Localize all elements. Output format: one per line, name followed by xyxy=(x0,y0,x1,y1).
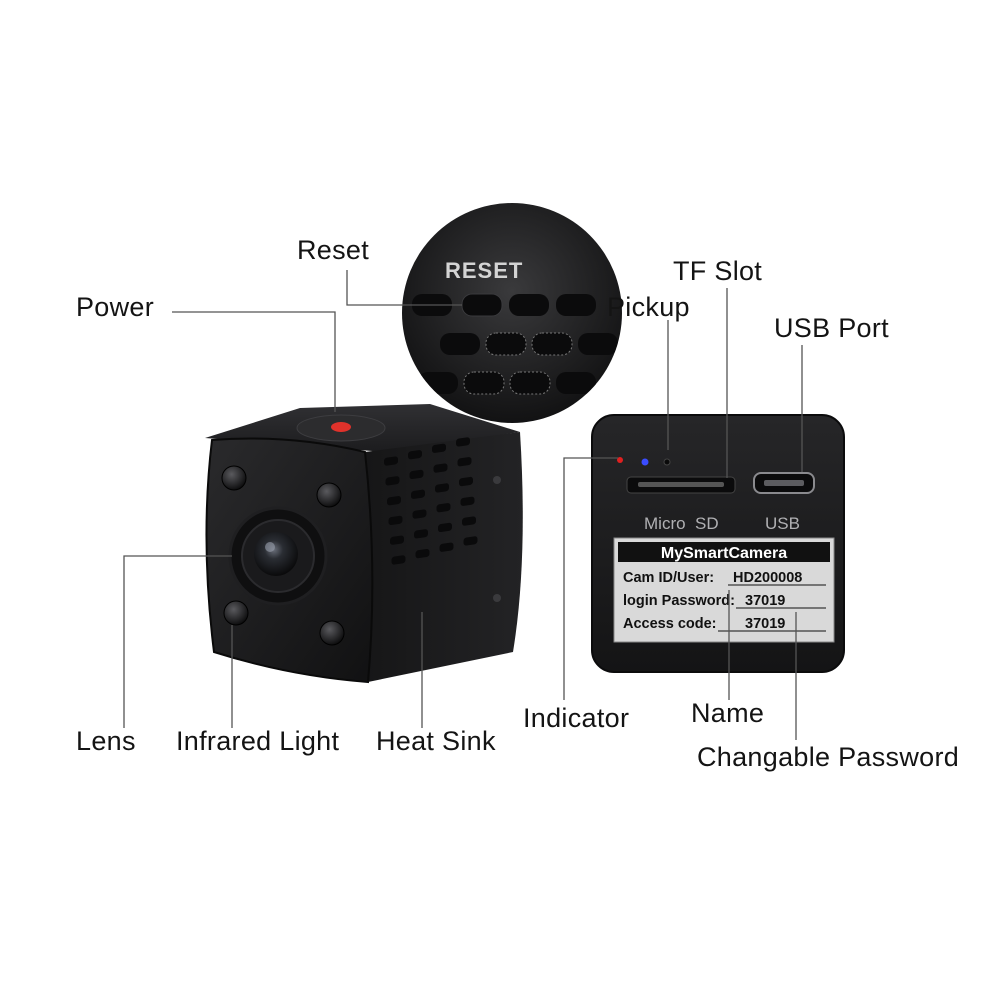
heat-sink-slot xyxy=(438,522,452,533)
camera-front-view xyxy=(205,404,523,684)
callout-infrared-light: Infrared Light xyxy=(176,726,340,756)
callout-changable-password: Changable Password xyxy=(697,742,960,772)
mic-grille xyxy=(463,371,505,395)
heat-sink-slot xyxy=(439,542,454,552)
callout-lens: Lens xyxy=(76,726,136,756)
screw-icon xyxy=(493,476,501,484)
heat-sink-slot xyxy=(456,437,470,447)
callout-name: Name xyxy=(691,698,765,728)
heat-sink-slot xyxy=(408,450,422,460)
reset-engraving: RESET xyxy=(445,258,523,283)
heat-sink-slot xyxy=(457,457,472,467)
heat-sink-slot xyxy=(391,555,406,565)
camera-side-face xyxy=(365,432,523,682)
heat-sink-slot xyxy=(432,443,446,453)
infrared-led-icon xyxy=(316,482,342,508)
heat-sink-slot xyxy=(433,463,448,473)
callout-reset: Reset xyxy=(297,235,370,265)
heat-sink-slot xyxy=(436,503,451,513)
screw-icon xyxy=(493,594,501,602)
leader-indicator xyxy=(563,457,618,700)
sticker-row-key: Cam ID/User: xyxy=(623,570,714,586)
sticker-row-key: login Password: xyxy=(623,593,735,609)
reset-button-slot[interactable] xyxy=(461,293,503,317)
heat-sink-grille xyxy=(384,437,478,565)
leader-power xyxy=(172,311,336,412)
indicator-led-red xyxy=(617,457,623,463)
pickup-mic-hole xyxy=(663,458,671,466)
sticker-title-bar xyxy=(618,542,830,562)
mic-grille xyxy=(509,371,551,395)
vent-slot xyxy=(418,372,458,394)
lens-icon xyxy=(254,532,298,576)
callout-tf-slot: TF Slot xyxy=(673,256,763,286)
heat-sink-slot xyxy=(459,476,473,487)
tf-slot-inner xyxy=(638,482,724,487)
callout-usb-port: USB Port xyxy=(774,313,889,343)
vent-slot xyxy=(440,333,480,355)
callout-power: Power xyxy=(76,292,155,322)
vent-slot xyxy=(578,333,618,355)
sticker-row-value: HD200008 xyxy=(733,570,802,586)
heat-sink-slot xyxy=(460,496,475,506)
sticker-row-value: 37019 xyxy=(745,593,785,609)
vent-slot xyxy=(556,372,596,394)
indicator-led-blue xyxy=(641,458,649,466)
camera-back-view: Micro SD USB MySmartCamera Cam ID/User: … xyxy=(591,414,845,673)
heat-sink-slot xyxy=(390,535,404,545)
heat-sink-slot xyxy=(462,516,476,526)
leader-lens xyxy=(123,555,232,728)
usb-label: USB xyxy=(765,514,800,533)
vent-slot xyxy=(556,294,596,316)
sticker-title: MySmartCamera xyxy=(661,545,787,562)
infrared-led-icon xyxy=(223,600,249,626)
lens-highlight xyxy=(265,542,275,552)
sticker-row-key: Access code: xyxy=(623,616,717,632)
heat-sink-slot xyxy=(384,456,398,466)
micro-sd-label: Micro SD xyxy=(644,514,719,533)
mic-grille xyxy=(485,332,527,356)
heat-sink-slot xyxy=(415,549,430,559)
power-button[interactable] xyxy=(331,422,351,432)
sticker-row-value: 37019 xyxy=(745,616,785,632)
callout-pickup: Pickup xyxy=(607,292,690,322)
heat-sink-slot xyxy=(388,515,403,526)
heat-sink-slot xyxy=(435,483,449,493)
heat-sink-slot xyxy=(385,476,400,486)
heat-sink-slot xyxy=(411,489,425,499)
leader-lines xyxy=(123,270,803,740)
heat-sink-slot xyxy=(412,509,427,519)
leader-reset xyxy=(346,270,462,306)
heat-sink-slot xyxy=(463,536,478,546)
reset-zoom-inset: RESET xyxy=(402,203,622,423)
heat-sink-slot xyxy=(414,529,428,539)
callout-indicator: Indicator xyxy=(523,703,630,733)
usb-port-inner xyxy=(764,480,804,486)
infrared-led-icon xyxy=(319,620,345,646)
heat-sink-slot xyxy=(387,496,401,506)
heat-sink-slot xyxy=(409,469,424,480)
infrared-led-icon xyxy=(221,465,247,491)
callout-heat-sink: Heat Sink xyxy=(376,726,496,756)
mic-grille xyxy=(531,332,573,356)
vent-slot xyxy=(509,294,549,316)
